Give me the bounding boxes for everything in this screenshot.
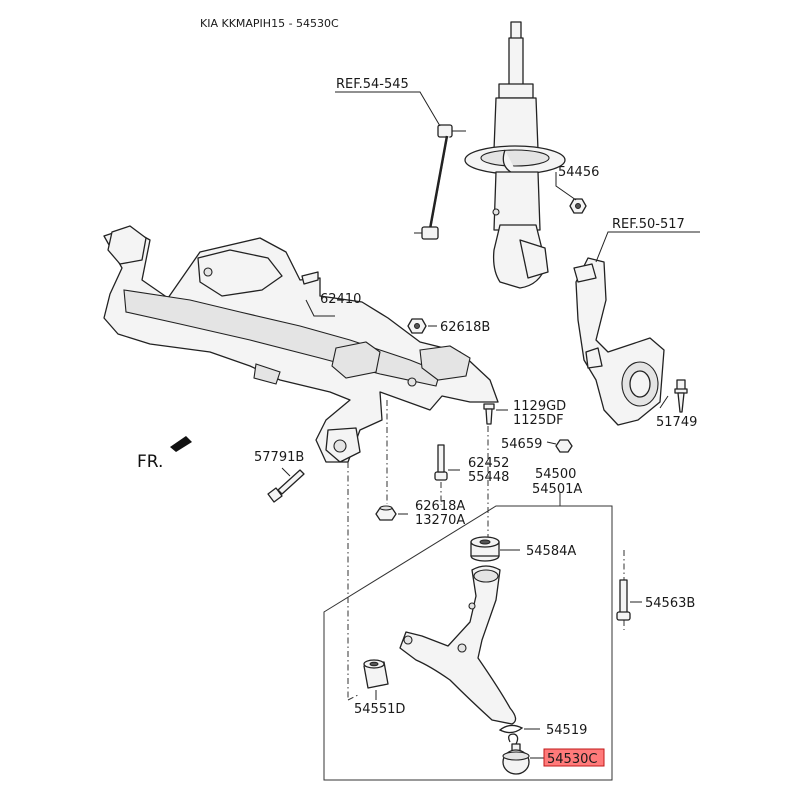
label-55448[interactable]: 55448 — [468, 470, 509, 485]
nut-62618B — [407, 318, 427, 334]
leader-54456 — [555, 172, 577, 201]
leader-ref-50-517 — [595, 231, 700, 263]
label-54500[interactable]: 54500 — [535, 467, 576, 482]
label-51749[interactable]: 51749 — [656, 415, 697, 430]
label-62410[interactable]: 62410 — [320, 292, 361, 307]
strut-assembly — [464, 21, 566, 289]
nut-62618A — [375, 505, 397, 521]
stabilizer-link — [414, 124, 466, 240]
label-62618A[interactable]: 62618A — [415, 499, 465, 514]
bushing-54551D — [363, 659, 389, 689]
bolt-51749 — [674, 379, 688, 413]
label-13270A[interactable]: 13270A — [415, 513, 465, 528]
label-1125DF[interactable]: 1125DF — [513, 413, 564, 428]
fr-arrow-icon — [170, 436, 192, 452]
bushing-54584A — [470, 536, 500, 562]
bolt-54563B — [616, 579, 631, 621]
bolt-1129GD — [483, 403, 495, 425]
steering-knuckle — [573, 257, 665, 426]
subframe-62410 — [103, 225, 499, 463]
label-62452[interactable]: 62452 — [468, 456, 509, 471]
leader-ref-54-545 — [335, 91, 441, 127]
ball-joint-54530C — [502, 733, 530, 775]
label-54563B[interactable]: 54563B — [645, 596, 695, 611]
label-54530C[interactable]: 54530C — [547, 752, 597, 767]
fr-label: FR. — [137, 452, 163, 472]
label-ref-54-545[interactable]: REF.54-545 — [336, 77, 409, 92]
label-ref-50-517[interactable]: REF.50-517 — [612, 217, 685, 232]
front-direction-indicator: FR. — [137, 436, 192, 472]
target-part-highlight — [543, 748, 605, 767]
nut-54456 — [569, 198, 587, 214]
label-54501A[interactable]: 54501A — [532, 482, 582, 497]
leader-57791B — [281, 467, 291, 477]
label-54456[interactable]: 54456 — [558, 165, 599, 180]
leader-62410 — [305, 299, 335, 317]
lower-control-arm — [399, 565, 517, 725]
clip-54519 — [498, 724, 524, 734]
bolt-62452 — [434, 444, 448, 481]
label-57791B[interactable]: 57791B — [254, 450, 304, 465]
diagram-header: KIA KKMAPIH15 - 54530C — [200, 17, 339, 30]
label-54659[interactable]: 54659 — [501, 437, 542, 452]
nut-54659 — [555, 439, 573, 453]
label-54551D[interactable]: 54551D — [354, 702, 405, 717]
label-54584A[interactable]: 54584A — [526, 544, 576, 559]
label-54519[interactable]: 54519 — [546, 723, 587, 738]
label-62618B[interactable]: 62618B — [440, 320, 490, 335]
bolt-57791B — [267, 469, 305, 503]
label-1129GD[interactable]: 1129GD — [513, 399, 566, 414]
leader-51749 — [659, 395, 669, 409]
leader-54659 — [546, 441, 557, 445]
lower-arm-assembly-frame — [323, 492, 613, 781]
